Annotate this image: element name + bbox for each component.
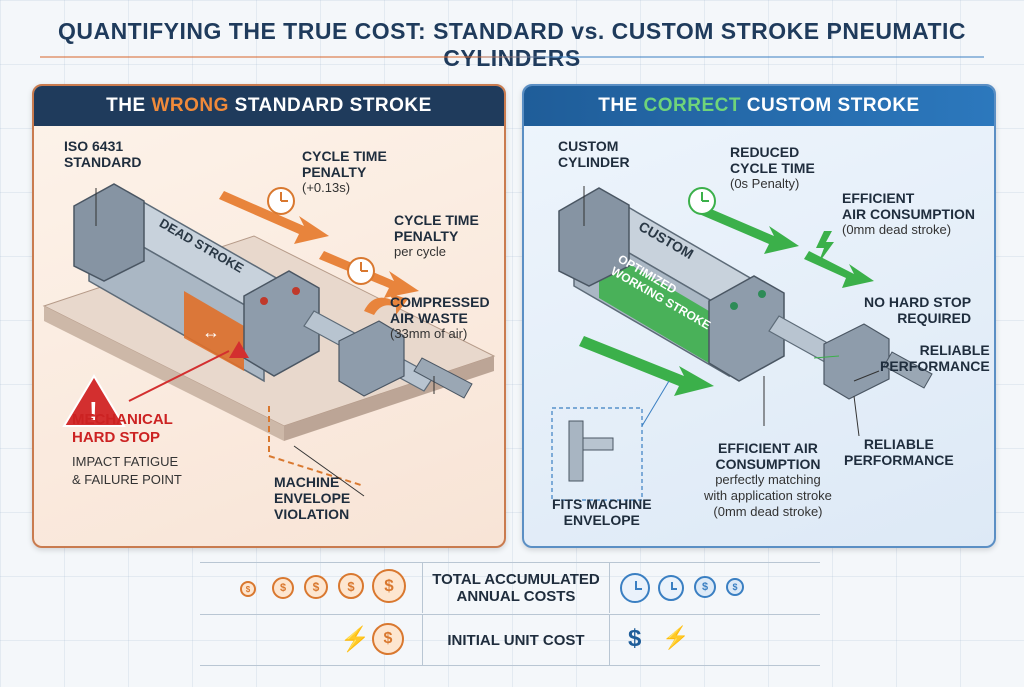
threaded-rod-end — [413, 357, 473, 399]
port-hole-2 — [292, 287, 300, 295]
base-plate-edge — [44, 306, 284, 441]
reduced-cycle-time-label: REDUCED CYCLE TIME (0s Penalty) — [730, 144, 815, 191]
warning-exclamation: ! — [89, 396, 98, 426]
dollar-coin-icon: $ — [726, 578, 744, 596]
dollar-coin-icon: $ — [338, 573, 364, 599]
title-divider — [40, 56, 984, 58]
cycle-time-penalty-2-label: CYCLE TIME PENALTY per cycle — [394, 212, 479, 259]
no-hard-stop-label: NO HARD STOP REQUIRED — [864, 294, 972, 326]
dollar-coin-icon: $ — [240, 581, 256, 597]
initial-unit-cost-row: ⚡ $ INITIAL UNIT COST $ ⚡ — [200, 614, 820, 666]
fits-machine-envelope-label: FITS MACHINE ENVELOPE — [552, 496, 652, 528]
port-hole — [260, 297, 268, 305]
dollar-sign-icon: $ — [628, 625, 642, 652]
rod-nut — [338, 320, 405, 397]
standard-cylinder-illustration: ↔ ! — [42, 183, 496, 497]
custom-cylinder-label: CUSTOM CYLINDER — [558, 138, 630, 170]
lightning-icon: ⚡ — [340, 626, 370, 653]
machine-envelope-violation-label: MACHINE ENVELOPE VIOLATION — [274, 474, 351, 522]
cycle-time-penalty-1-label: CYCLE TIME PENALTY (+0.13s) — [302, 148, 387, 195]
custom-cylinder-illustration — [551, 186, 933, 501]
reduced-cycle-arrow — [699, 206, 799, 254]
lightning-icon — [816, 231, 834, 264]
clock-icon — [658, 575, 684, 601]
initial-unit-cost-label: INITIAL UNIT COST — [422, 615, 610, 665]
fits-leader-line — [641, 380, 670, 427]
compressed-air-waste-label: COMPRESSED AIR WASTE (33mm of air) — [390, 294, 490, 341]
custom-port-hole — [730, 302, 738, 310]
reliable-performance-2-label: RELIABLE PERFORMANCE — [844, 436, 954, 468]
wrong-header-highlight: WRONG — [151, 95, 229, 116]
efficient-air-consumption-2-label: EFFICIENT AIR CONSUMPTION perfectly matc… — [704, 440, 832, 519]
dollar-coin-icon: $ — [372, 623, 404, 655]
clock-icon — [620, 573, 650, 603]
lightning-icon: ⚡ — [662, 625, 690, 650]
custom-rod-nut — [823, 323, 890, 400]
dollar-coin-icon: $ — [304, 575, 328, 599]
wrong-panel-header: THE WRONG STANDARD STROKE — [34, 86, 504, 126]
compressed-air-arrow-icon — [364, 293, 408, 315]
custom-rear-end-cap — [558, 187, 630, 287]
annual-costs-row: $ $ $ $ $ TOTAL ACCUMULATED ANNUAL COSTS… — [200, 562, 820, 613]
custom-front-end-cap — [708, 275, 785, 382]
wrong-standard-stroke-panel: THE WRONG STANDARD STROKE ↔ ! — [32, 84, 506, 548]
envelope-boundary-line — [268, 406, 365, 487]
wrong-header-pre: THE — [106, 95, 152, 116]
reliable2-leader-line — [853, 395, 860, 437]
correct-custom-stroke-panel: THE CORRECT CUSTOM STROKE — [522, 84, 996, 548]
envelope-mini-cylinder — [568, 420, 584, 482]
fits-envelope-box — [551, 407, 643, 501]
working-stroke-arrow — [579, 336, 714, 396]
dollar-coin-icon: $ — [372, 569, 406, 603]
hardstop-pointer-line — [128, 350, 230, 402]
optimized-stroke-zone — [599, 246, 714, 366]
nohard-leader-line — [813, 355, 840, 359]
custom-threaded-rod-end — [883, 351, 933, 389]
reliable-leader-line — [853, 370, 880, 382]
envelope-leader-line — [293, 445, 365, 497]
warning-triangle-icon — [62, 374, 126, 427]
annual-costs-label: TOTAL ACCUMULATED ANNUAL COSTS — [422, 563, 610, 613]
efficient-air-consumption-1-label: EFFICIENT AIR CONSUMPTION (0mm dead stro… — [842, 190, 975, 237]
dollar-coin-icon: $ — [694, 576, 716, 598]
correct-header-highlight: CORRECT — [643, 95, 741, 116]
reliable-performance-1-label: RELIABLE PERFORMANCE — [880, 342, 990, 374]
correct-header-pre: THE — [598, 95, 644, 116]
small-warning-icon — [229, 341, 249, 358]
mechanical-hard-stop-label: MECHANICAL HARD STOP IMPACT FATIGUE & FA… — [72, 411, 182, 487]
iso-standard-label: ISO 6431 STANDARD — [64, 138, 142, 170]
cost-comparison-table: $ $ $ $ $ TOTAL ACCUMULATED ANNUAL COSTS… — [200, 562, 820, 672]
dead-stroke-arrow: ↔ — [202, 322, 220, 342]
correct-panel-header: THE CORRECT CUSTOM STROKE — [524, 86, 994, 126]
cycle-time-arrow-1 — [219, 191, 329, 244]
custom-port-hole-2 — [758, 290, 766, 298]
rear-end-cap — [73, 183, 145, 282]
page-title: QUANTIFYING THE TRUE COST: STANDARD vs. … — [57, 18, 967, 71]
correct-header-post: CUSTOM STROKE — [741, 95, 920, 116]
dollar-coin-icon: $ — [272, 577, 294, 599]
efficient-air-arrow — [804, 251, 874, 288]
wrong-header-post: STANDARD STROKE — [228, 95, 432, 116]
